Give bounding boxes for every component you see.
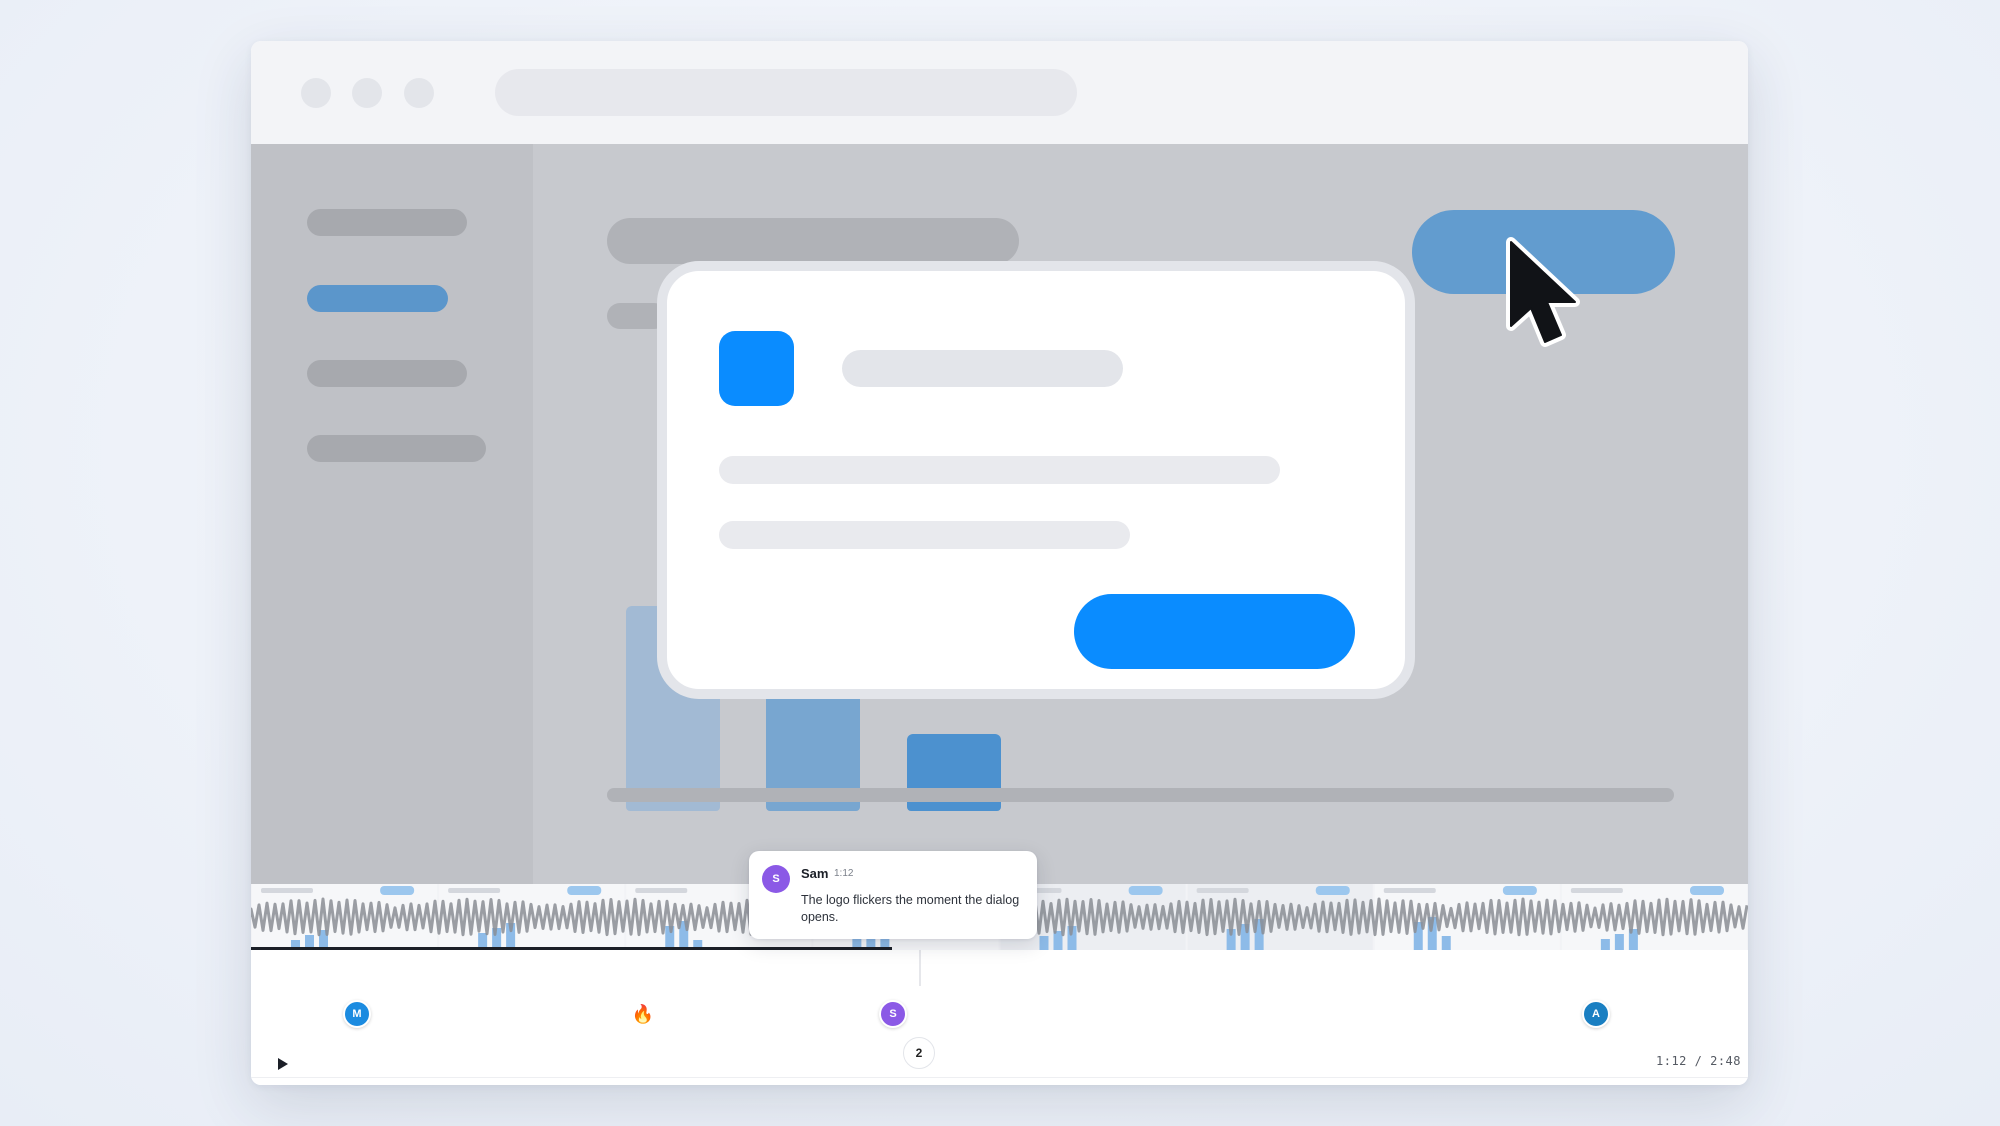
play-icon: [278, 1058, 288, 1070]
page-title-placeholder: [607, 218, 1019, 264]
modal-dialog: [657, 261, 1415, 699]
sidebar-item[interactable]: [307, 209, 467, 236]
comment-author: Sam: [801, 866, 829, 881]
title-bar: [251, 41, 1748, 144]
dialog-confirm-button[interactable]: [1074, 594, 1355, 669]
sidebar-item[interactable]: [307, 435, 486, 462]
window-minimize-dot[interactable]: [352, 78, 382, 108]
comment-tooltip[interactable]: S Sam 1:12 The logo flickers the moment …: [749, 851, 1037, 939]
current-time: 1:12: [1656, 1054, 1687, 1068]
play-button[interactable]: [269, 1051, 295, 1077]
sidebar: [251, 144, 533, 884]
horizontal-scrollbar[interactable]: [607, 788, 1674, 802]
time-readout: 1:12 / 2:48: [1656, 1054, 1741, 1068]
sidebar-item-active[interactable]: [307, 285, 448, 312]
comment-time: 1:12: [834, 868, 854, 879]
comment-text: The logo flickers the moment the dialog …: [801, 893, 1020, 924]
mouse-cursor-icon: [1506, 237, 1580, 347]
dialog-logo-icon: [719, 331, 794, 406]
dialog-text-line: [719, 521, 1130, 549]
window-maximize-dot[interactable]: [404, 78, 434, 108]
address-bar[interactable]: [495, 69, 1077, 116]
sidebar-item[interactable]: [307, 360, 467, 387]
duration: 2:48: [1710, 1054, 1742, 1068]
window-close-dot[interactable]: [301, 78, 331, 108]
dialog-title-placeholder: [842, 350, 1123, 387]
comment-author-initial: S: [772, 873, 780, 885]
avatar: S: [762, 865, 790, 893]
time-separator: /: [1694, 1054, 1703, 1068]
dialog-text-line: [719, 456, 1280, 484]
